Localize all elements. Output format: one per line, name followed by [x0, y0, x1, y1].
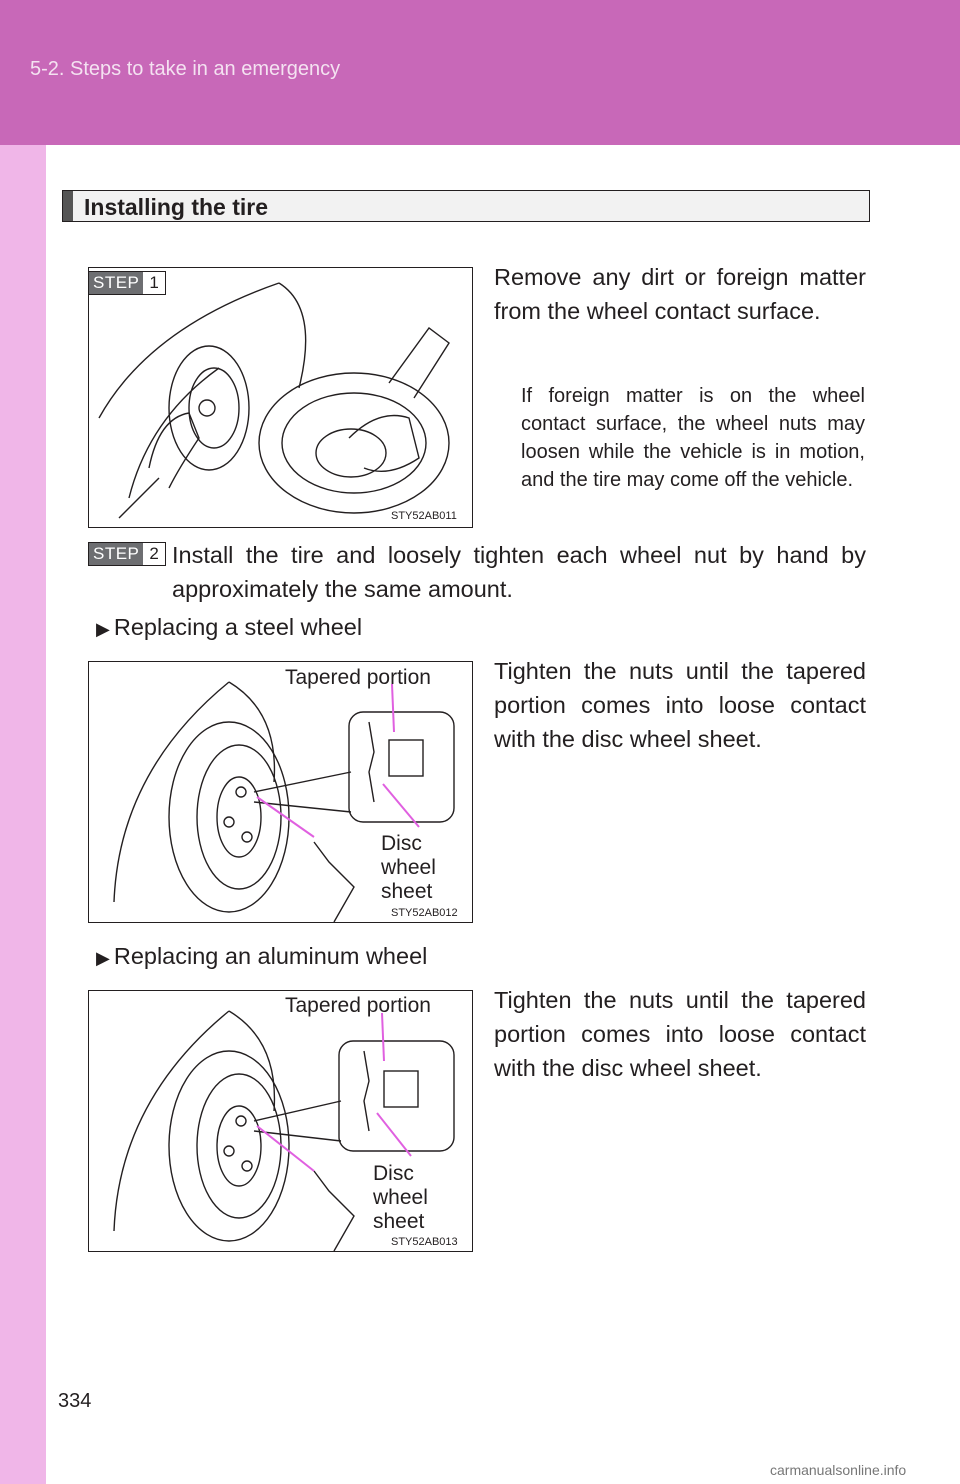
aluminum-wheel-text: Tighten the nuts until the tapered porti… [494, 987, 866, 1081]
callout-line: Disc [373, 1162, 414, 1185]
tapered-portion-label: Tapered portion [285, 666, 431, 689]
callout-line: Disc [381, 832, 422, 855]
aluminum-wheel-heading-label: Replacing an aluminum wheel [113, 943, 428, 969]
figure-code: STY52AB011 [391, 510, 457, 522]
figure-steel-wheel: STY52AB012 [88, 661, 473, 923]
step2-badge: STEP 2 [88, 542, 166, 566]
aluminum-wheel-illustration [113, 1010, 455, 1251]
callout-line: wheel [373, 1186, 428, 1209]
callout-line: sheet [373, 1210, 425, 1233]
step1-instruction: Remove any dirt or foreign matter from t… [494, 264, 866, 324]
tapered-portion-label: Tapered portion [285, 994, 431, 1017]
callout-line: sheet [381, 880, 433, 903]
steel-wheel-heading-label: Replacing a steel wheel [113, 614, 363, 640]
step1-note: If foreign matter is on the wheel contac… [521, 385, 865, 491]
aluminum-wheel-heading: ▶Replacing an aluminum wheel [96, 943, 427, 970]
steel-wheel-heading: ▶Replacing a steel wheel [96, 614, 362, 641]
figure-aluminum-wheel: STY52AB013 [88, 990, 473, 1252]
side-band [0, 145, 46, 1484]
page-number: 334 [58, 1390, 92, 1412]
step2-instruction: Install the tire and loosely tighten eac… [172, 542, 866, 602]
header-band [0, 0, 960, 145]
watermark: carmanualsonline.info [770, 1462, 907, 1478]
arrow-icon: ▶ [96, 619, 110, 639]
figure-code: STY52AB013 [391, 1236, 458, 1248]
figure-code: STY52AB012 [391, 907, 458, 919]
arrow-icon: ▶ [96, 948, 110, 968]
disc-wheel-sheet-label: Disc wheel sheet [373, 1162, 428, 1234]
wheel-cleaning-illustration [98, 282, 450, 519]
callout-line: wheel [381, 856, 436, 879]
disc-wheel-sheet-label: Disc wheel sheet [381, 832, 436, 904]
step-number: 1 [143, 272, 165, 294]
steel-wheel-illustration [113, 681, 455, 922]
heading-bar [63, 191, 73, 221]
figure-step1: STY52AB011 [88, 267, 473, 528]
section-heading: Installing the tire [62, 190, 870, 222]
steel-wheel-text: Tighten the nuts until the tapered porti… [494, 658, 866, 752]
step1-badge: STEP 1 [88, 271, 166, 295]
step-label: STEP [89, 543, 144, 565]
step-number: 2 [143, 543, 165, 565]
section-title: Installing the tire [84, 194, 269, 220]
section-breadcrumb: 5-2. Steps to take in an emergency [30, 58, 341, 80]
step-label: STEP [89, 272, 144, 294]
